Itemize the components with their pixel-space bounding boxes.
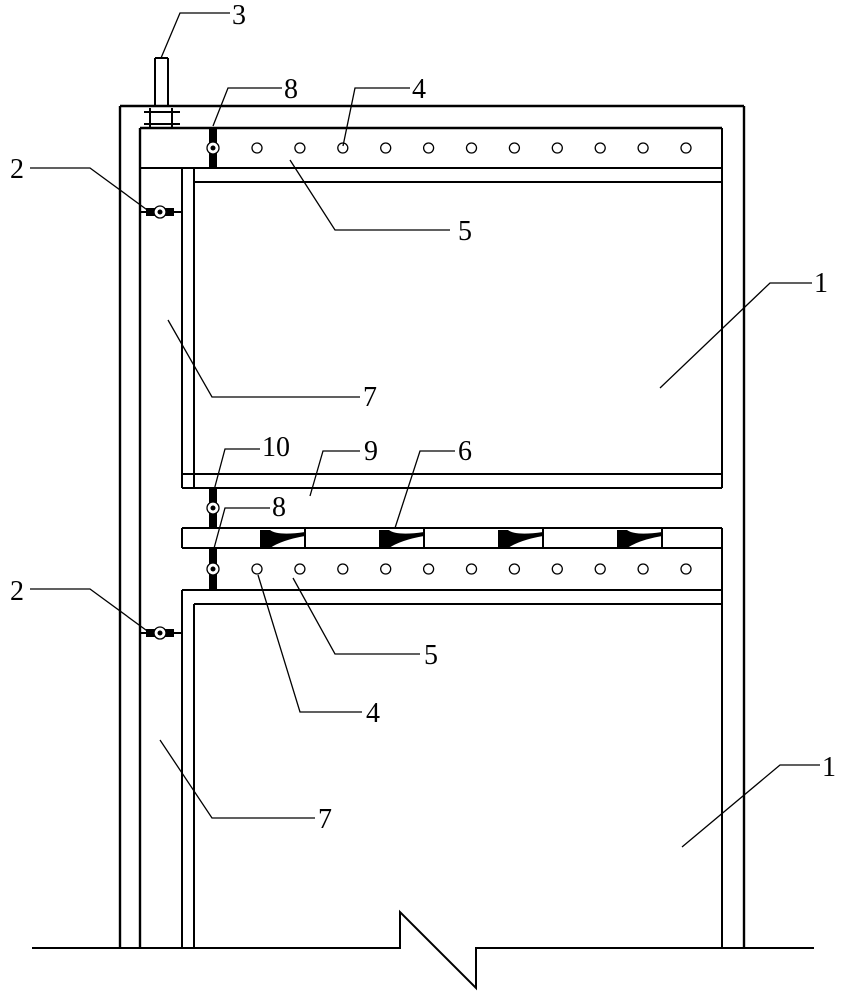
lower-hole-9 xyxy=(594,563,606,575)
label-7-top: 7 xyxy=(363,382,377,413)
lower-hole-10 xyxy=(637,563,649,575)
ground-line-with-break xyxy=(32,909,814,991)
lower-hole-row xyxy=(251,563,692,575)
upper-hole-3 xyxy=(337,142,349,154)
label-4-bottom: 4 xyxy=(366,698,380,729)
valve-2-top xyxy=(140,205,182,219)
valve-8-top xyxy=(206,128,220,168)
wedge-baffle-4 xyxy=(617,530,662,548)
upper-hole-7 xyxy=(508,142,521,154)
lower-hole-5 xyxy=(422,563,435,575)
label-3: 3 xyxy=(232,0,246,31)
lower-hole-3 xyxy=(337,563,349,575)
lower-compartment xyxy=(181,589,723,948)
top-inlet-pipe xyxy=(144,57,180,128)
upper-perforated-channel xyxy=(140,128,723,169)
label-8-top: 8 xyxy=(284,74,298,105)
label-9: 9 xyxy=(364,436,378,467)
wedge-baffle-2 xyxy=(379,530,424,548)
leader-lines xyxy=(30,12,820,848)
lower-hole-4 xyxy=(380,563,392,575)
lower-hole-8 xyxy=(551,563,563,575)
upper-hole-8 xyxy=(551,142,563,154)
wedge-row xyxy=(260,528,663,548)
label-7-bottom: 7 xyxy=(318,804,332,835)
label-2-bottom: 2 xyxy=(10,576,24,607)
label-4-top: 4 xyxy=(412,74,426,105)
wedge-strip xyxy=(181,527,723,549)
upper-hole-row xyxy=(251,142,692,154)
label-1-top: 1 xyxy=(814,268,828,299)
label-2-top: 2 xyxy=(10,154,24,185)
wedge-baffle-3 xyxy=(498,530,543,548)
label-6: 6 xyxy=(458,436,472,467)
lower-hole-2 xyxy=(294,563,306,575)
upper-hole-1 xyxy=(251,142,263,154)
upper-hole-2 xyxy=(294,142,306,154)
lower-hole-11 xyxy=(680,563,692,575)
label-5-bottom: 5 xyxy=(424,640,438,671)
valve-8-mid xyxy=(206,548,220,590)
upper-hole-11 xyxy=(680,142,692,154)
label-8-mid: 8 xyxy=(272,492,286,523)
upper-hole-9 xyxy=(594,142,606,154)
valve-2-bottom xyxy=(140,626,182,640)
label-1-bottom: 1 xyxy=(822,752,836,783)
lower-perforated-channel xyxy=(194,548,723,604)
lower-hole-6 xyxy=(465,563,478,575)
label-10: 10 xyxy=(262,432,290,463)
upper-hole-4 xyxy=(380,142,392,154)
outer-frame xyxy=(118,104,746,948)
wedge-baffle-1 xyxy=(260,530,305,548)
valve-10 xyxy=(206,488,220,528)
lower-hole-7 xyxy=(508,563,521,575)
label-5-top: 5 xyxy=(458,216,472,247)
lower-hole-1 xyxy=(251,563,263,575)
upper-hole-5 xyxy=(422,142,435,154)
upper-hole-6 xyxy=(465,142,478,154)
upper-hole-10 xyxy=(637,142,649,154)
